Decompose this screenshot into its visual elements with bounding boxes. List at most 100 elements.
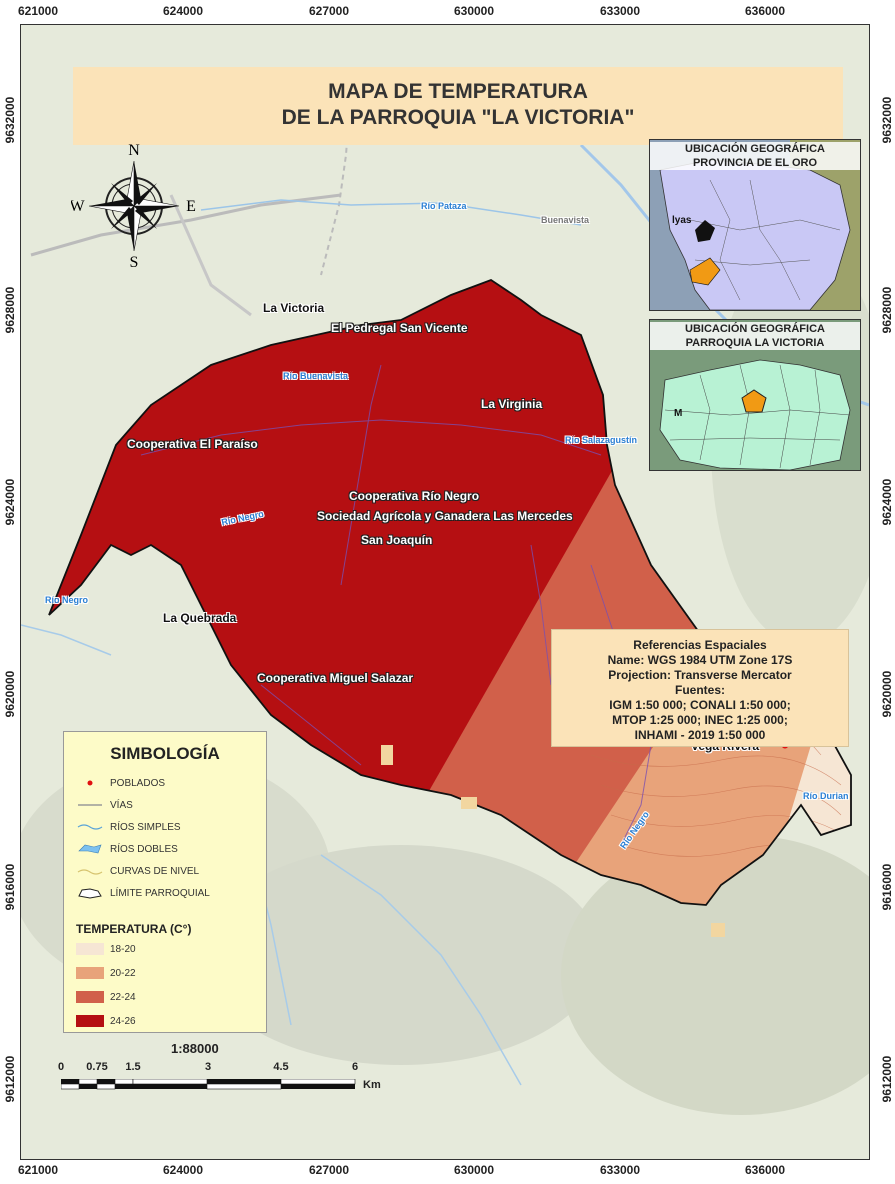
northing-label-right: 9616000: [880, 863, 894, 911]
river-label: Río Salazagustín: [565, 435, 638, 445]
river-polygon-icon: [76, 843, 104, 855]
northing-label-left: 9612000: [3, 1055, 17, 1103]
parish-location-inset[interactable]: UBICACIÓN GEOGRÁFICA PARROQUIA LA VICTOR…: [649, 319, 861, 471]
sand-patch: [381, 745, 393, 765]
legend-item-label: VÍAS: [110, 800, 133, 811]
legend-item-label: RÍOS SIMPLES: [110, 822, 181, 833]
river-label: Río Buenavista: [283, 371, 349, 381]
easting-label-top: 624000: [162, 4, 204, 18]
place-label: San Joaquín: [361, 533, 433, 547]
easting-label-bottom: 636000: [744, 1163, 786, 1177]
legend: SIMBOLOGÍA POBLADOS VÍAS RÍOS SIMPLES RÍ…: [63, 731, 267, 1033]
legend-item: POBLADOS: [76, 776, 165, 792]
northing-label-right: 9620000: [880, 670, 894, 718]
legend-item: CURVAS DE NIVEL: [76, 864, 199, 880]
basemap-river: [320, 854, 522, 1086]
northing-label-left: 9616000: [3, 863, 17, 911]
legend-item: RÍOS SIMPLES: [76, 820, 181, 836]
map-title-box: MAPA DE TEMPERATURA DE LA PARROQUIA "LA …: [73, 67, 843, 145]
terrain-hill: [561, 835, 869, 1115]
parish-inset-title-1: UBICACIÓN GEOGRÁFICA: [685, 323, 825, 335]
province-inset-title-2: PROVINCIA DE EL ORO: [692, 157, 818, 169]
legend-item-label: CURVAS DE NIVEL: [110, 866, 200, 877]
legend-temp-label: 18-20: [110, 944, 136, 955]
northing-label-left: 9632000: [3, 96, 17, 144]
scale-ratio: 1:88000: [171, 1041, 219, 1056]
road-line-icon: [76, 799, 104, 811]
basemap-road: [320, 84, 352, 276]
references-sources-line: MTOP 1:25 000; INEC 1:25 000;: [612, 713, 788, 727]
easting-label-top: 630000: [453, 4, 495, 18]
parish-inset-fragment: M: [674, 408, 683, 419]
map-title-line1: MAPA DE TEMPERATURA: [328, 80, 588, 103]
scale-tick-label: 0: [57, 1061, 65, 1073]
place-label: Sociedad Agrícola y Ganadera Las Mercede…: [317, 509, 573, 523]
temp-swatch: [76, 943, 104, 956]
legend-temp-item: 24-26: [76, 1014, 136, 1030]
scale-tick-label: 3: [204, 1061, 212, 1073]
place-label: La Victoria: [263, 301, 325, 315]
basemap-road: [169, 194, 252, 317]
legend-temp-item: 22-24: [76, 990, 136, 1006]
easting-label-bottom: 624000: [162, 1163, 204, 1177]
scale-tick-label: 6: [351, 1061, 359, 1073]
scale-bar: 1:88000 0 0.75 1.5 3 4.5 6 Km: [53, 1041, 381, 1101]
legend-item-label: RÍOS DOBLES: [110, 844, 178, 855]
legend-temp-item: 20-22: [76, 966, 136, 982]
sand-patch: [711, 923, 725, 937]
easting-label-top: 627000: [308, 4, 350, 18]
northing-label-right: 9628000: [880, 286, 894, 334]
scale-tick-label: 1.5: [125, 1061, 141, 1073]
compass-w: W: [71, 198, 85, 215]
legend-item-label: POBLADOS: [110, 778, 166, 789]
legend-item: RÍOS DOBLES: [76, 842, 178, 858]
province-inset-title-1: UBICACIÓN GEOGRÁFICA: [685, 143, 825, 155]
scale-tick-label: 0.75: [86, 1061, 108, 1073]
sand-patch: [461, 797, 477, 809]
legend-item: LÍMITE PARROQUIAL: [76, 886, 210, 902]
parish-inset-title: UBICACIÓN GEOGRÁFICA PARROQUIA LA VICTOR…: [650, 322, 860, 350]
contour-line-icon: [76, 865, 104, 877]
compass-e: E: [186, 198, 196, 215]
province-inset-fragment: lyas: [672, 215, 692, 226]
northing-label-left: 9624000: [3, 478, 17, 526]
basemap-river: [200, 199, 582, 226]
legend-temp-label: 22-24: [110, 992, 136, 1003]
river-label: Río Durian: [803, 791, 849, 801]
legend-title: SIMBOLOGÍA: [110, 744, 220, 763]
temp-swatch: [76, 1015, 104, 1028]
basemap-road: [30, 193, 342, 257]
references-title: Referencias Espaciales: [633, 638, 767, 652]
compass-n: N: [128, 143, 140, 159]
compass-s: S: [130, 254, 139, 269]
easting-label-bottom: 633000: [599, 1163, 641, 1177]
parish-boundary: [48, 278, 852, 906]
river-line-icon: [76, 821, 104, 833]
legend-temp-label: 24-26: [110, 1016, 136, 1027]
northing-label-right: 9632000: [880, 96, 894, 144]
place-label: Cooperativa Miguel Salazar: [257, 671, 414, 685]
place-label: La Quebrada: [163, 611, 237, 625]
temp-swatch: [76, 991, 104, 1004]
province-location-inset[interactable]: UBICACIÓN GEOGRÁFICA PROVINCIA DE EL ORO…: [649, 139, 861, 311]
northing-label-right: 9624000: [880, 478, 894, 526]
easting-label-bottom: 627000: [308, 1163, 350, 1177]
temp-swatch: [76, 967, 104, 980]
boundary-icon: [76, 887, 104, 899]
province-inset-title: UBICACIÓN GEOGRÁFICA PROVINCIA DE EL ORO: [650, 142, 860, 170]
parish-inset-title-2: PARROQUIA LA VICTORIA: [685, 337, 825, 349]
references-name: Name: WGS 1984 UTM Zone 17S: [607, 653, 793, 667]
references-sources-title: Fuentes:: [674, 683, 725, 697]
references-sources-line: INHAMI - 2019 1:50 000: [634, 728, 766, 742]
river-label: Río Negro: [45, 595, 89, 605]
place-label: El Pedregal San Vicente: [331, 321, 468, 335]
map-frame[interactable]: MAPA DE TEMPERATURA DE LA PARROQUIA "LA …: [20, 24, 870, 1160]
basemap-label: Buenavista: [541, 215, 590, 225]
legend-temp-item: 18-20: [76, 942, 136, 958]
easting-label-top: 621000: [17, 4, 59, 18]
easting-label-top: 636000: [744, 4, 786, 18]
terrain-hill: [201, 845, 601, 1065]
compass-rose-icon: N S W E: [71, 143, 196, 269]
northing-label-right: 9612000: [880, 1055, 894, 1103]
place-label: Cooperativa Río Negro: [349, 489, 480, 503]
